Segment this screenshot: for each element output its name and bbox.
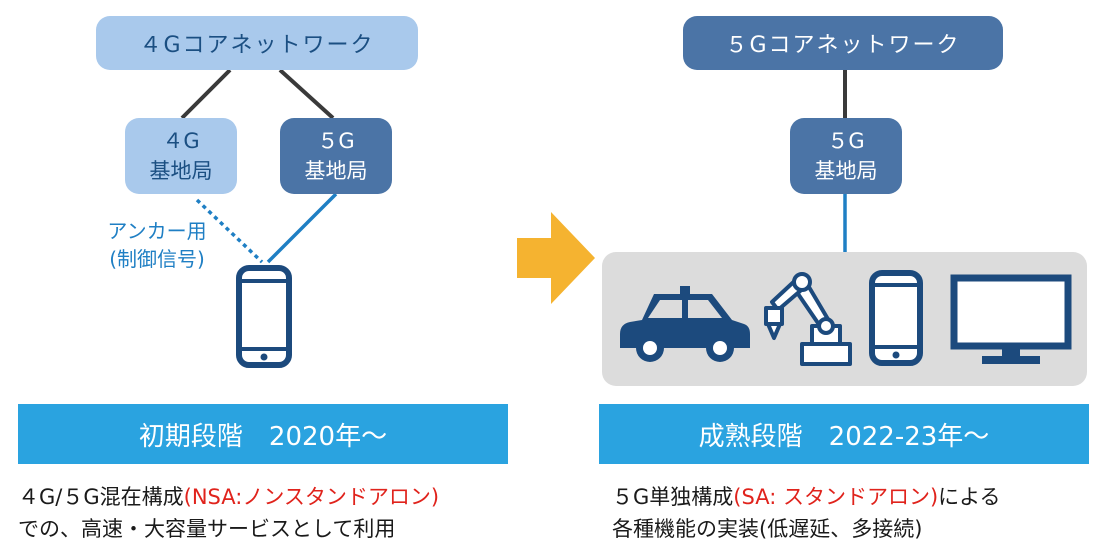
core4-to-4g-line: [180, 68, 232, 120]
smartphone-icon: [236, 265, 292, 368]
core-network-5g: ５Gコアネットワーク: [683, 16, 1003, 70]
desc-mature-line1: ５G単独構成(SA: スタンドアロン)による: [612, 481, 1001, 513]
base-station-4g: ４G 基地局: [125, 118, 237, 194]
bs-5g-left-sublabel: 基地局: [304, 159, 368, 183]
car-icon: [620, 286, 750, 362]
smartphone-icon-right: [869, 270, 923, 366]
anchor-dotted-line: [195, 198, 264, 264]
bs-4g-label: ４G: [162, 129, 200, 153]
core4-to-5g-line: [278, 68, 335, 120]
tv-icon: [950, 274, 1072, 364]
anchor-label: アンカー用 (制御信号): [82, 217, 232, 273]
desc-mature-line2: 各種機能の実装(低遅延、多接続): [612, 517, 923, 541]
anchor-label-line2: (制御信号): [109, 247, 205, 271]
desc-initial-line1: ４G/５G混在構成(NSA:ノンスタンドアロン): [18, 481, 439, 513]
desc-initial-text: ４G/５G混在構成: [18, 485, 184, 509]
desc-initial-nsa: (NSA:ノンスタンドアロン): [183, 485, 440, 509]
base-station-5g-right: ５G 基地局: [790, 118, 902, 194]
bs-4g-sublabel: 基地局: [149, 159, 213, 183]
stage-initial-bar: 初期段階 2020年～: [18, 404, 508, 464]
arrow-right-icon: [517, 212, 595, 304]
stage-mature-bar: 成熟段階 2022-23年～: [599, 404, 1089, 464]
bs5-to-phone-line: [266, 192, 338, 264]
desc-mature: ５G単独構成(SA: スタンドアロン)による 各種機能の実装(低遅延、多接続): [612, 481, 1001, 545]
bs-5g-right-label: ５G: [827, 129, 865, 153]
bs-5g-left-label: ５G: [317, 129, 355, 153]
anchor-label-line1: アンカー用: [107, 219, 207, 243]
bs-5g-right-sublabel: 基地局: [814, 159, 878, 183]
desc-mature-text: ５G単独構成: [612, 485, 734, 509]
base-station-5g-left: ５G 基地局: [280, 118, 392, 194]
desc-mature-sa: (SA: スタンドアロン): [733, 485, 939, 509]
desc-initial-line2: での、高速・大容量サービスとして利用: [18, 517, 396, 541]
robot-arm-icon: [764, 272, 852, 366]
desc-initial: ４G/５G混在構成(NSA:ノンスタンドアロン) での、高速・大容量サービスとし…: [18, 481, 439, 545]
core-network-4g: ４Gコアネットワーク: [96, 16, 418, 70]
desc-mature-text-post: による: [938, 485, 1001, 509]
